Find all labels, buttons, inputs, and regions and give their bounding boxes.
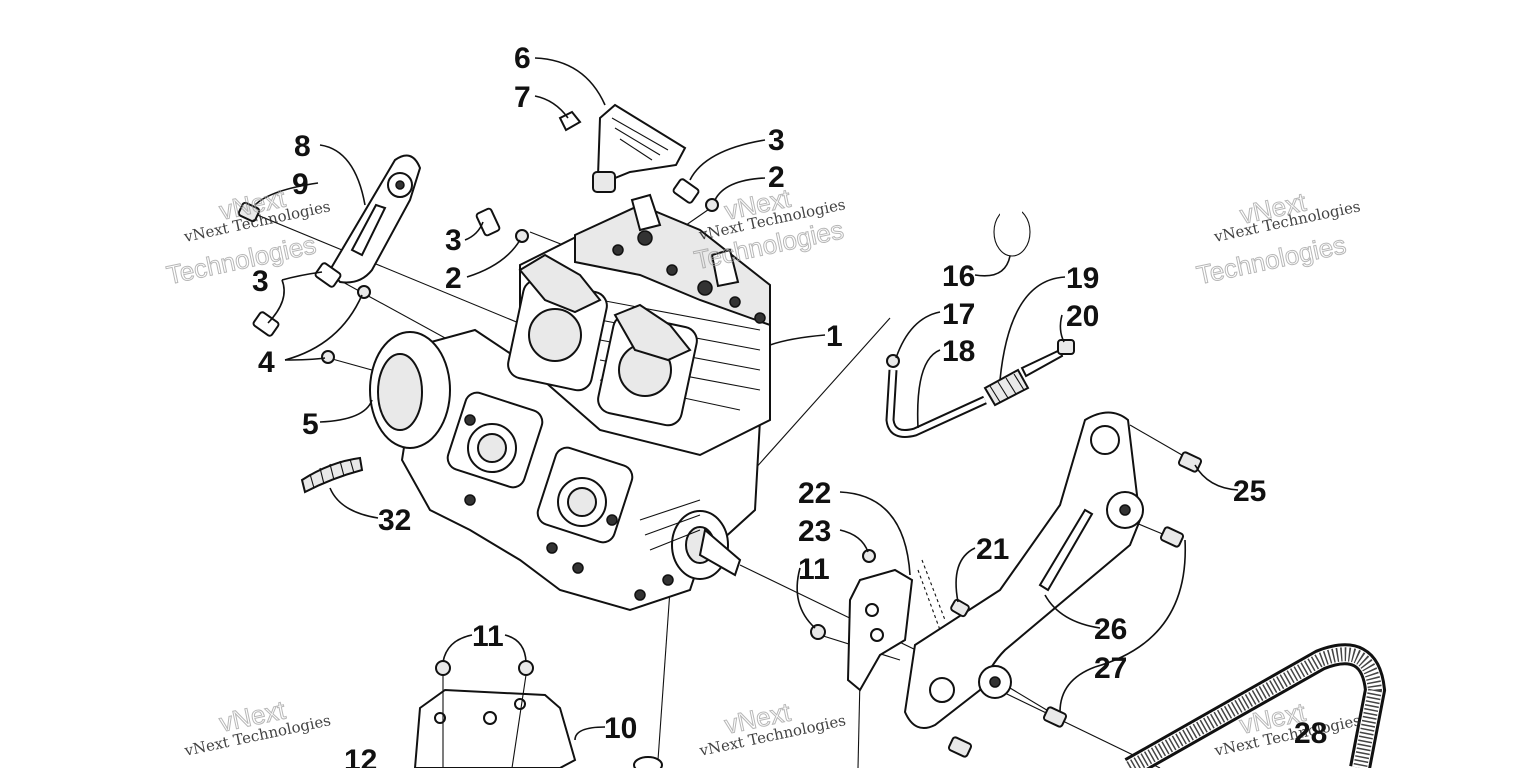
pins-and-washers — [252, 178, 719, 364]
callout-21: 21 — [976, 533, 1009, 566]
callout-11: 11 — [798, 553, 830, 586]
bolt-21-part — [950, 598, 970, 618]
mount-bracket-part — [328, 154, 422, 284]
callout-2: 2 — [445, 262, 462, 295]
callout-1: 1 — [826, 320, 843, 353]
clip-part — [558, 110, 582, 132]
callout-8: 8 — [294, 130, 311, 163]
callout-28: 28 — [1294, 717, 1327, 750]
lower-bracket-10-part — [413, 660, 663, 773]
callout-11: 11 — [472, 620, 504, 653]
callout-3: 3 — [768, 124, 785, 157]
callout-17: 17 — [942, 298, 975, 331]
callout-19: 19 — [1066, 262, 1099, 295]
callout-25: 25 — [1233, 475, 1266, 508]
callout-23: 23 — [798, 515, 831, 548]
callout-20: 20 — [1066, 300, 1099, 333]
callout-3: 3 — [445, 224, 462, 257]
callout-10: 10 — [604, 712, 637, 745]
callout-2: 2 — [768, 161, 785, 194]
callout-7: 7 — [514, 81, 531, 114]
callout-32: 32 — [378, 504, 411, 537]
callout-22: 22 — [798, 477, 831, 510]
engine-mount-26-part — [903, 411, 1144, 729]
bracket-22-part — [846, 559, 946, 692]
callout-5: 5 — [302, 408, 319, 441]
bolt-9-part — [237, 201, 261, 223]
hose-18-19-part — [885, 348, 1064, 438]
callout-12: 12 — [344, 744, 377, 768]
leader-lines — [254, 57, 1239, 741]
grab-handle-part — [592, 103, 687, 193]
callout-27: 27 — [1094, 652, 1127, 685]
callout-3: 3 — [252, 265, 269, 298]
callout-16: 16 — [942, 260, 975, 293]
callout-9: 9 — [292, 168, 309, 201]
callout-labels: 6 7 8 9 3 2 3 2 3 4 5 32 1 16 17 18 19 2… — [252, 42, 1327, 773]
callout-18: 18 — [942, 335, 975, 368]
bolt-20-part — [1057, 339, 1075, 355]
callout-4: 4 — [258, 346, 275, 379]
callout-6: 6 — [514, 42, 531, 75]
nut-23-part — [862, 549, 876, 563]
clamp-ring-16-part — [993, 205, 1031, 257]
spring-32-part — [300, 456, 364, 494]
callout-26: 26 — [1094, 613, 1127, 646]
engine-block-part — [369, 193, 771, 612]
drive-belt-28-part — [1124, 643, 1387, 773]
